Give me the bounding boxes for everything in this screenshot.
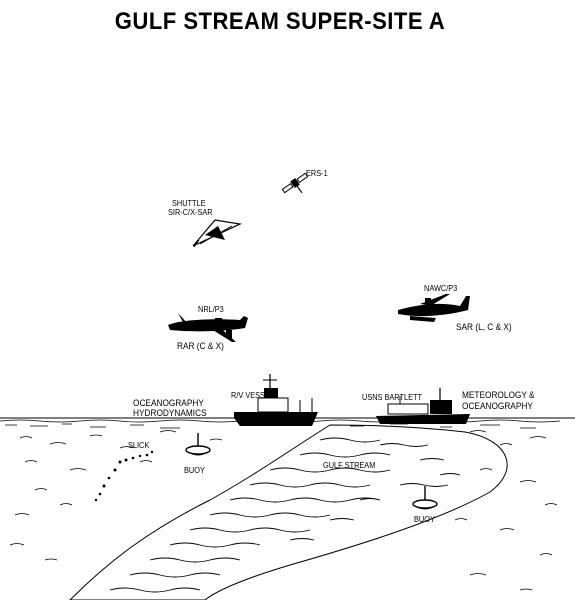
sea-wave-marks [9, 430, 558, 591]
label-hydrodynamics: HYDRODYNAMICS [133, 408, 207, 418]
label-sar: SAR (L, C & X) [456, 322, 512, 332]
label-meteorology-oceanography: OCEANOGRAPHY [462, 401, 533, 411]
buoy-right-icon [412, 486, 438, 510]
nawc-p3-aircraft-icon [398, 294, 470, 322]
label-buoy-left: BUOY [184, 466, 205, 475]
buoy-left-icon [185, 433, 211, 456]
label-gulf-stream: GULF STREAM [323, 461, 376, 470]
label-ers1: ERS-1 [306, 169, 328, 178]
shuttle-icon [192, 219, 243, 248]
label-usns-bartlett: USNS BARTLETT [362, 393, 422, 402]
ers1-satellite-icon [281, 172, 309, 194]
nrl-p3-aircraft-icon [168, 313, 248, 342]
label-meteorology: METEOROLOGY & [462, 390, 535, 400]
label-shuttle-sensor: SIR-C/X-SAR [168, 208, 213, 217]
label-buoy-right: BUOY [414, 515, 435, 524]
label-oceanography: OCEANOGRAPHY [133, 398, 204, 408]
label-slick: SLICK [128, 441, 150, 450]
label-nawc-p3: NAWC/P3 [424, 284, 458, 293]
gulf-stream-texture [109, 437, 461, 593]
gulf-stream-band [69, 424, 508, 600]
rv-vessel-icon [234, 374, 318, 426]
label-shuttle: SHUTTLE [172, 199, 206, 208]
slick-trail [94, 450, 154, 502]
label-rar: RAR (C & X) [177, 341, 224, 351]
label-rv-vessel: R/V VESSEL [231, 391, 274, 400]
usns-bartlett-icon [376, 388, 470, 424]
diagram-title: GULF STREAM SUPER-SITE A [114, 8, 446, 35]
label-nrl-p3: NRL/P3 [198, 305, 224, 314]
